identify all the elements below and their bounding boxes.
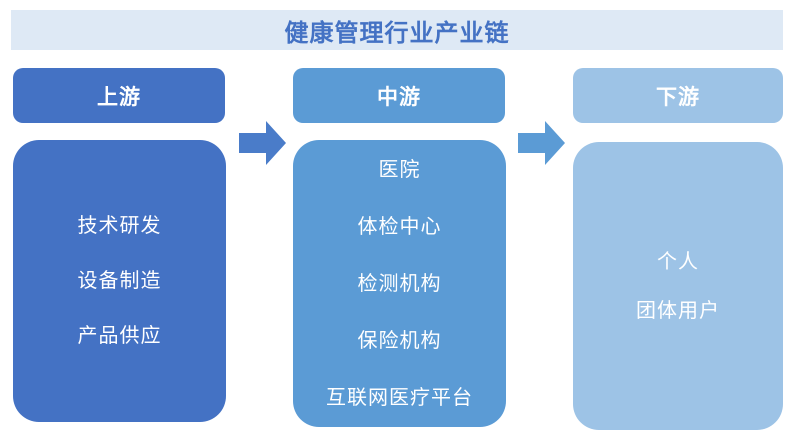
midstream-header-box: 中游 (293, 68, 505, 123)
upstream-item: 技术研发 (77, 215, 162, 237)
downstream-item: 个人 (657, 250, 699, 273)
midstream-to-downstream-arrow (518, 121, 565, 165)
title-bar: 健康管理行业产业链 (11, 10, 783, 50)
downstream-header-box: 下游 (573, 68, 783, 123)
downstream-item: 团体用户 (636, 299, 720, 322)
upstream-item: 设备制造 (77, 270, 162, 292)
upstream-to-midstream-arrow (239, 121, 286, 165)
upstream-header-label: 上游 (97, 85, 141, 109)
upstream-header-box: 上游 (13, 68, 225, 123)
midstream-body-box: 医院 体检中心 检测机构 保险机构 互联网医疗平台 (293, 140, 506, 427)
page-title: 健康管理行业产业链 (284, 19, 510, 47)
upstream-item: 产品供应 (77, 325, 162, 347)
midstream-item: 互联网医疗平台 (326, 386, 473, 409)
midstream-item: 体检中心 (357, 215, 442, 238)
downstream-header-label: 下游 (656, 85, 700, 109)
midstream-item: 医院 (378, 158, 421, 181)
right-arrow-icon (518, 121, 565, 165)
right-arrow-icon (239, 121, 286, 165)
upstream-body-box: 技术研发 设备制造 产品供应 (13, 140, 226, 422)
midstream-item: 检测机构 (357, 272, 442, 295)
downstream-body-box: 个人 团体用户 (573, 142, 783, 430)
midstream-header-label: 中游 (377, 85, 421, 109)
midstream-item: 保险机构 (357, 329, 442, 352)
